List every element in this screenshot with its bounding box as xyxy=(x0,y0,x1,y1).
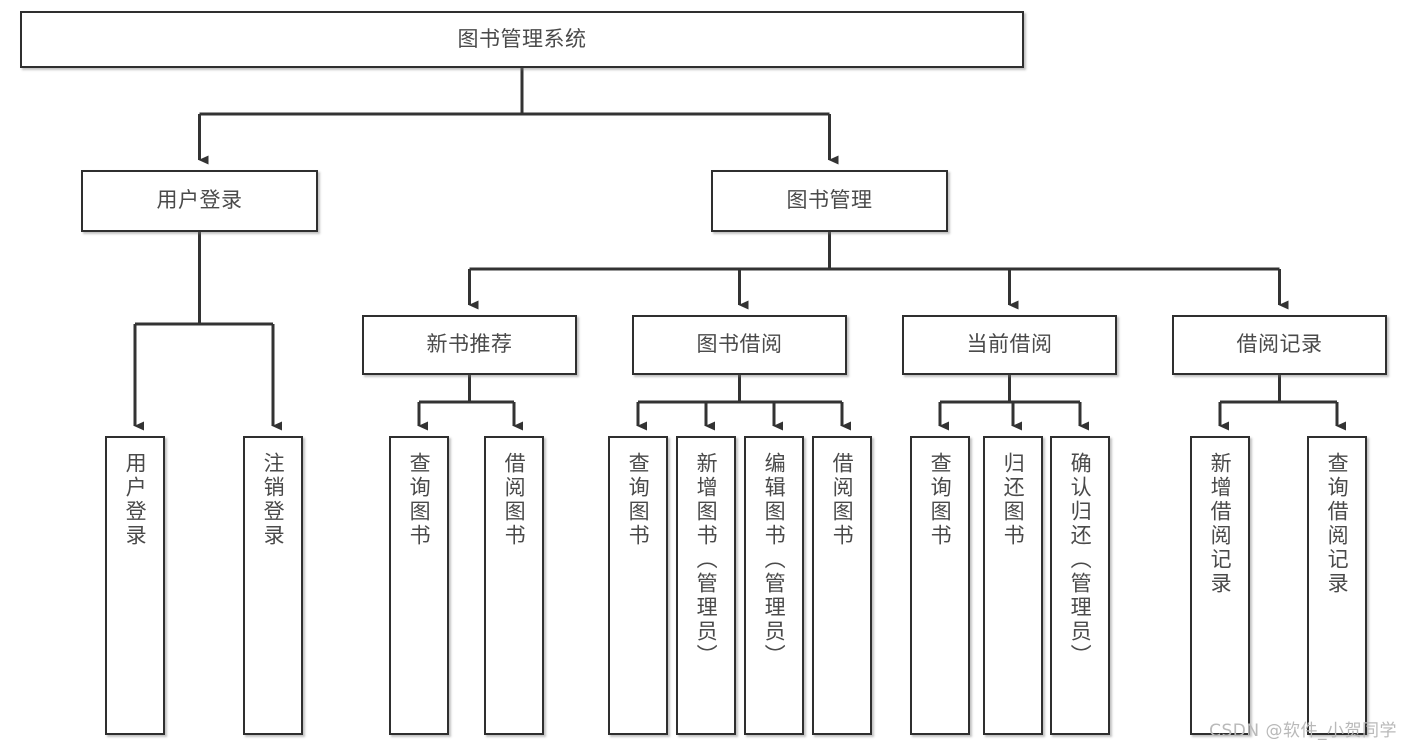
node-label: 图书管理 xyxy=(786,188,873,213)
node-leaf-12[interactable]: 新增借阅记录 xyxy=(1190,436,1250,735)
node-leaf-11[interactable]: 确认归还（管理员） xyxy=(1050,436,1110,735)
node-newbook[interactable]: 新书推荐 xyxy=(362,315,577,375)
node-leaf-6[interactable]: 新增图书（管理员） xyxy=(676,436,736,735)
node-current[interactable]: 当前借阅 xyxy=(902,315,1117,375)
node-leaf-5[interactable]: 查询图书 xyxy=(608,436,668,735)
node-leaf-3[interactable]: 查询图书 xyxy=(389,436,449,735)
node-leaf-13[interactable]: 查询借阅记录 xyxy=(1307,436,1367,735)
node-leaf-8[interactable]: 借阅图书 xyxy=(812,436,872,735)
node-root[interactable]: 图书管理系统 xyxy=(20,11,1024,68)
node-label: 当前借阅 xyxy=(966,332,1053,357)
node-label: 用户登录 xyxy=(123,452,148,548)
node-label: 查询图书 xyxy=(928,452,953,548)
node-leaf-1[interactable]: 用户登录 xyxy=(105,436,165,735)
node-leaf-7[interactable]: 编辑图书（管理员） xyxy=(744,436,804,735)
node-label: 确认归还（管理员） xyxy=(1068,452,1093,668)
node-leaf-2[interactable]: 注销登录 xyxy=(243,436,303,735)
node-label: 新增图书（管理员） xyxy=(694,452,719,668)
node-bookmgmt[interactable]: 图书管理 xyxy=(711,170,948,232)
node-label: 查询借阅记录 xyxy=(1325,452,1350,596)
node-label: 借阅记录 xyxy=(1236,332,1323,357)
node-label: 查询图书 xyxy=(626,452,651,548)
node-label: 查询图书 xyxy=(407,452,432,548)
node-label: 新书推荐 xyxy=(426,332,513,357)
node-records[interactable]: 借阅记录 xyxy=(1172,315,1387,375)
node-label: 归还图书 xyxy=(1001,452,1026,548)
node-label: 用户登录 xyxy=(156,188,243,213)
node-label: 图书管理系统 xyxy=(457,26,587,51)
node-label: 新增借阅记录 xyxy=(1208,452,1233,596)
node-leaf-10[interactable]: 归还图书 xyxy=(983,436,1043,735)
node-label: 借阅图书 xyxy=(830,452,855,548)
node-borrow[interactable]: 图书借阅 xyxy=(632,315,847,375)
node-label: 注销登录 xyxy=(261,452,286,548)
node-leaf-9[interactable]: 查询图书 xyxy=(910,436,970,735)
node-label: 图书借阅 xyxy=(696,332,783,357)
watermark-text: CSDN @软件_小贺同学 xyxy=(1209,721,1397,741)
node-leaf-4[interactable]: 借阅图书 xyxy=(484,436,544,735)
node-label: 编辑图书（管理员） xyxy=(762,452,787,668)
node-login[interactable]: 用户登录 xyxy=(81,170,318,232)
node-label: 借阅图书 xyxy=(502,452,527,548)
